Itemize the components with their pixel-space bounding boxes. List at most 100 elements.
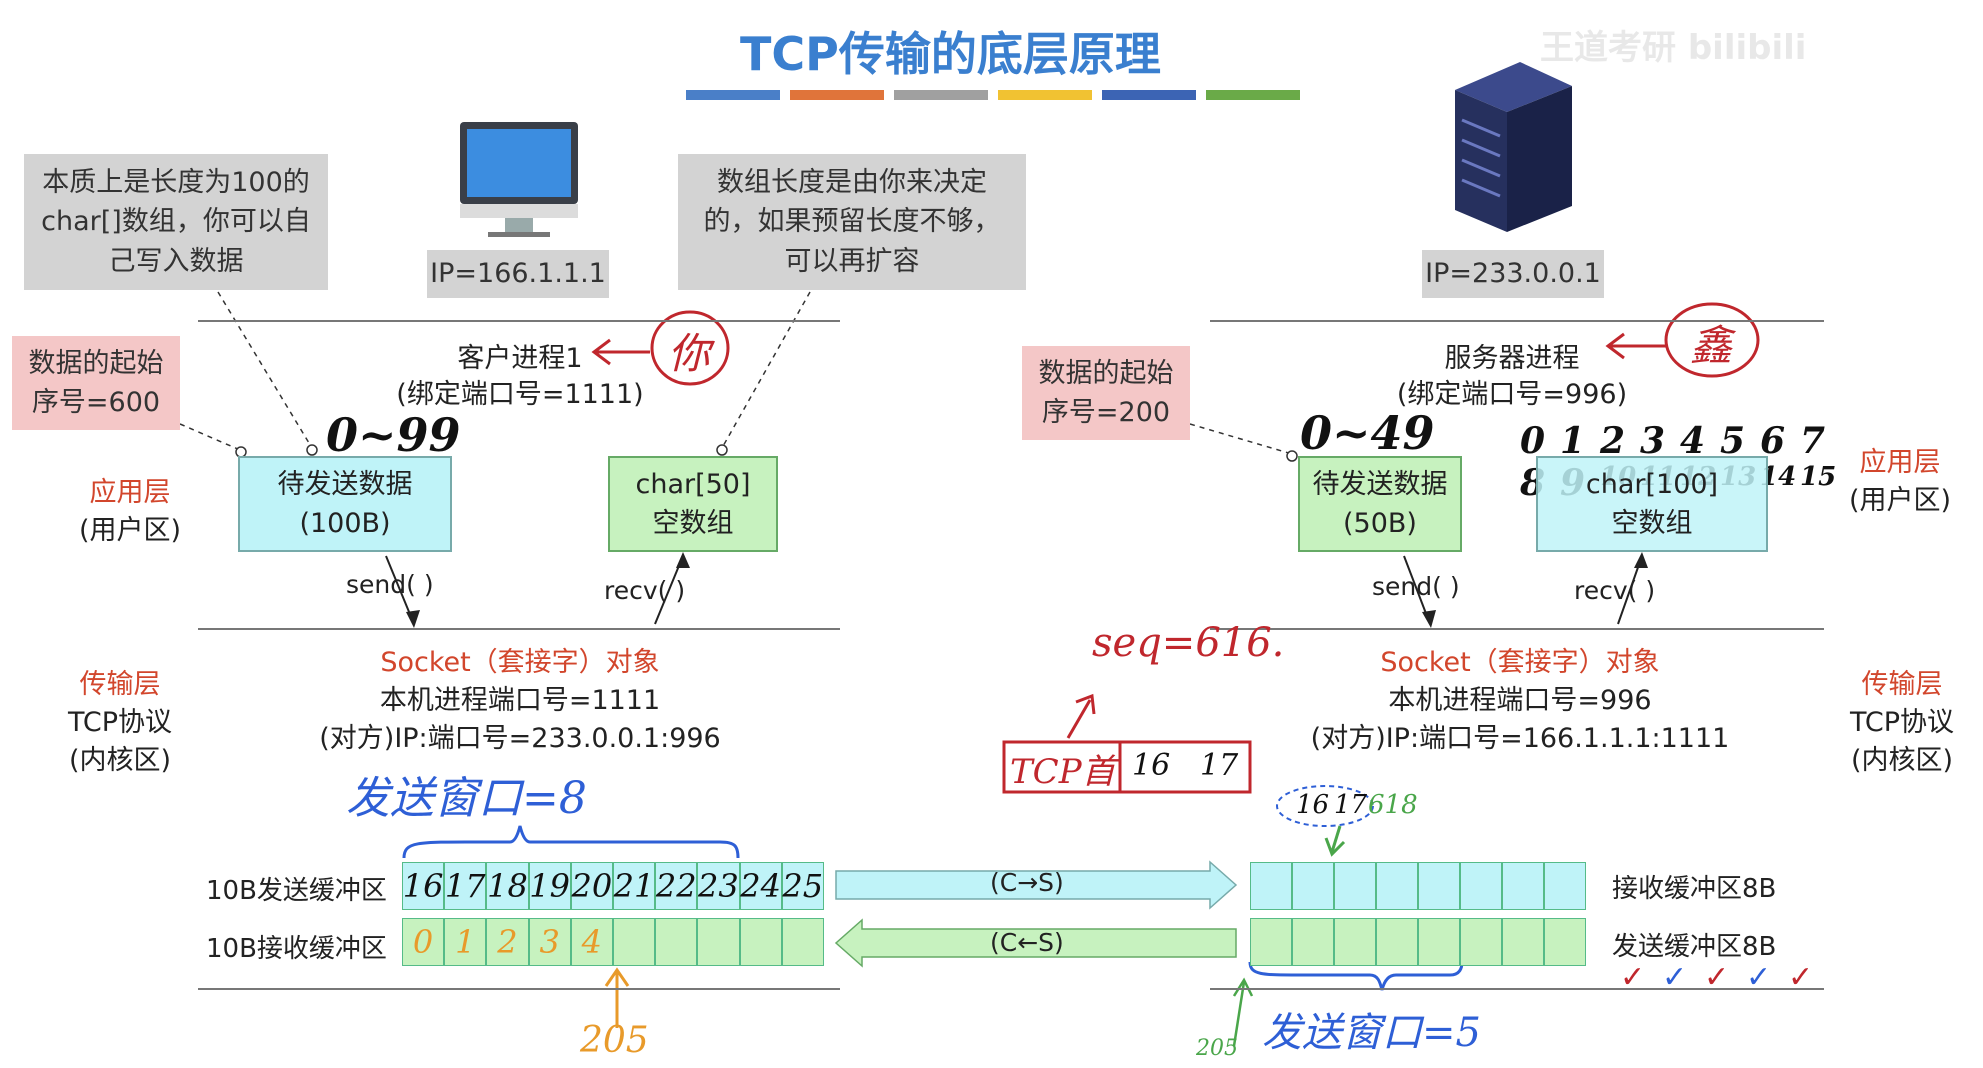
server-app-layer-sub: (用户区) bbox=[1848, 485, 1952, 516]
server-app-layer: 应用层 bbox=[1859, 447, 1941, 478]
arriving-17: 17 bbox=[1334, 790, 1368, 820]
divider-client-mid bbox=[198, 628, 840, 630]
index-digit: 6 bbox=[1760, 420, 1786, 462]
client-app-layer-sub: (用户区) bbox=[78, 515, 182, 546]
array-length-note: 数组长度是由你来决定 的，如果预留长度不够， 可以再扩容 bbox=[678, 154, 1026, 290]
buffer-cell: 4 bbox=[570, 918, 613, 966]
client-tcp-protocol: TCP协议 bbox=[67, 707, 173, 738]
server-recv-array-box: char[100] 空数组 bbox=[1536, 456, 1768, 552]
server-transport-layer: 传输层 bbox=[1861, 669, 1943, 700]
index-digit: 0 bbox=[1520, 420, 1546, 462]
c-from-s-label: (C←S) bbox=[990, 928, 1064, 957]
buffer-cell bbox=[697, 918, 740, 966]
title-color-bar bbox=[686, 90, 780, 100]
index-digit: 4 bbox=[1680, 420, 1706, 462]
server-tcp-protocol: TCP协议 bbox=[1849, 707, 1955, 738]
client-start-seq: 数据的起始 序号=600 bbox=[12, 336, 180, 430]
buffer-cell: 19 bbox=[528, 862, 571, 910]
buffer-cell: 20 bbox=[570, 862, 613, 910]
buffer-cell bbox=[1544, 862, 1586, 910]
buffer-cell: 23 bbox=[697, 862, 740, 910]
index-digit: 1 bbox=[1560, 420, 1586, 462]
client-socket-peer: (对方)IP:端口号=233.0.0.1:996 bbox=[319, 723, 721, 754]
divider-server-top bbox=[1210, 320, 1824, 322]
buffer-cell bbox=[1418, 918, 1460, 966]
client-app-layer: 应用层 bbox=[89, 477, 171, 508]
client-kernel-space: (内核区) bbox=[68, 745, 172, 776]
client-port-bind: (绑定端口号=1111) bbox=[396, 379, 644, 410]
divider-server-mid bbox=[1210, 628, 1824, 630]
buffer-cell bbox=[1292, 862, 1334, 910]
arriving-618: 618 bbox=[1368, 790, 1418, 820]
page-title: TCP传输的底层原理 bbox=[740, 27, 1161, 81]
buffer-cell: 18 bbox=[486, 862, 529, 910]
server-port-bind: (绑定端口号=996) bbox=[1396, 379, 1628, 410]
buffer-cell bbox=[612, 918, 656, 966]
buffer-cell bbox=[1502, 918, 1544, 966]
index-digit: 7 bbox=[1800, 420, 1826, 462]
server-recv-call: recv( ) bbox=[1574, 576, 1656, 605]
server-socket-port: 本机进程端口号=996 bbox=[1388, 685, 1652, 716]
watermark: 王道考研 bilibili bbox=[1540, 28, 1807, 68]
buffer-cell: 16 bbox=[402, 862, 445, 910]
title-color-bar bbox=[1102, 90, 1196, 100]
check-mark-icon: ✓ bbox=[1662, 960, 1688, 995]
buffer-cell bbox=[1376, 918, 1418, 966]
buffer-cell: 1 bbox=[444, 918, 487, 966]
buffer-cell bbox=[781, 918, 824, 966]
check-mark-icon: ✓ bbox=[1620, 960, 1646, 995]
buffer-cell: 22 bbox=[655, 862, 698, 910]
server-recv-buffer bbox=[1250, 862, 1586, 910]
index-digit: 3 bbox=[1640, 420, 1666, 462]
tcp-header-value-16: 16 bbox=[1132, 748, 1171, 783]
divider-client-top bbox=[198, 320, 840, 322]
computer-monitor-icon bbox=[460, 122, 578, 237]
check-mark-icon: ✓ bbox=[1746, 960, 1772, 995]
server-process-name: 服务器进程 bbox=[1444, 343, 1580, 374]
client-array-note: 本质上是长度为100的 char[]数组，你可以自 己写入数据 bbox=[24, 154, 328, 290]
tcp-header-value-17: 17 bbox=[1200, 748, 1239, 783]
seq-note: seq=616. bbox=[1092, 620, 1285, 666]
tcp-header-label: TCP首 bbox=[1010, 752, 1116, 792]
server-socket-peer: (对方)IP:端口号=166.1.1.1:1111 bbox=[1310, 723, 1730, 754]
buffer-cell: 24 bbox=[739, 862, 782, 910]
client-send-buffer-label: 10B发送缓冲区 bbox=[206, 876, 387, 906]
client-socket-title: Socket（套接字）对象 bbox=[380, 647, 660, 678]
buffer-cell: 0 bbox=[402, 918, 445, 966]
divider-server-bottom bbox=[1210, 988, 1824, 990]
server-start-seq: 数据的起始 序号=200 bbox=[1022, 346, 1190, 440]
buffer-cell: 25 bbox=[781, 862, 824, 910]
server-kernel-space: (内核区) bbox=[1850, 745, 1954, 776]
buffer-cell: 21 bbox=[612, 862, 656, 910]
buffer-cell bbox=[1544, 918, 1586, 966]
annotation-gold: 鑫 bbox=[1690, 321, 1733, 370]
buffer-cell bbox=[1376, 862, 1418, 910]
buffer-cell bbox=[1418, 862, 1460, 910]
server-send-call: send( ) bbox=[1372, 572, 1460, 601]
server-send-buffer-label: 发送缓冲区8B bbox=[1612, 932, 1777, 962]
client-range-label: 0~99 bbox=[326, 408, 461, 462]
client-recv-buffer-label: 10B接收缓冲区 bbox=[206, 934, 387, 964]
buffer-cell: 2 bbox=[486, 918, 529, 966]
server-send-data-box: 待发送数据 (50B) bbox=[1298, 456, 1462, 552]
buffer-cell bbox=[1334, 918, 1376, 966]
index-digit: 15 bbox=[1800, 462, 1837, 492]
check-mark-icon: ✓ bbox=[1704, 960, 1730, 995]
index-digit: 2 bbox=[1600, 420, 1626, 462]
buffer-cell bbox=[1250, 918, 1292, 966]
title-color-bar bbox=[790, 90, 884, 100]
client-socket-port: 本机进程端口号=1111 bbox=[379, 685, 661, 716]
arriving-16: 16 bbox=[1296, 790, 1330, 820]
divider-client-bottom bbox=[198, 988, 840, 990]
buffer-cell bbox=[655, 918, 698, 966]
client-send-window-label: 发送窗口=8 bbox=[346, 773, 587, 824]
check-mark-icon: ✓ bbox=[1788, 960, 1814, 995]
title-color-bar bbox=[998, 90, 1092, 100]
buffer-cell bbox=[1460, 862, 1502, 910]
server-range-label: 0~49 bbox=[1300, 406, 1435, 460]
server-send-buffer bbox=[1250, 918, 1586, 966]
buffer-cell bbox=[1334, 862, 1376, 910]
